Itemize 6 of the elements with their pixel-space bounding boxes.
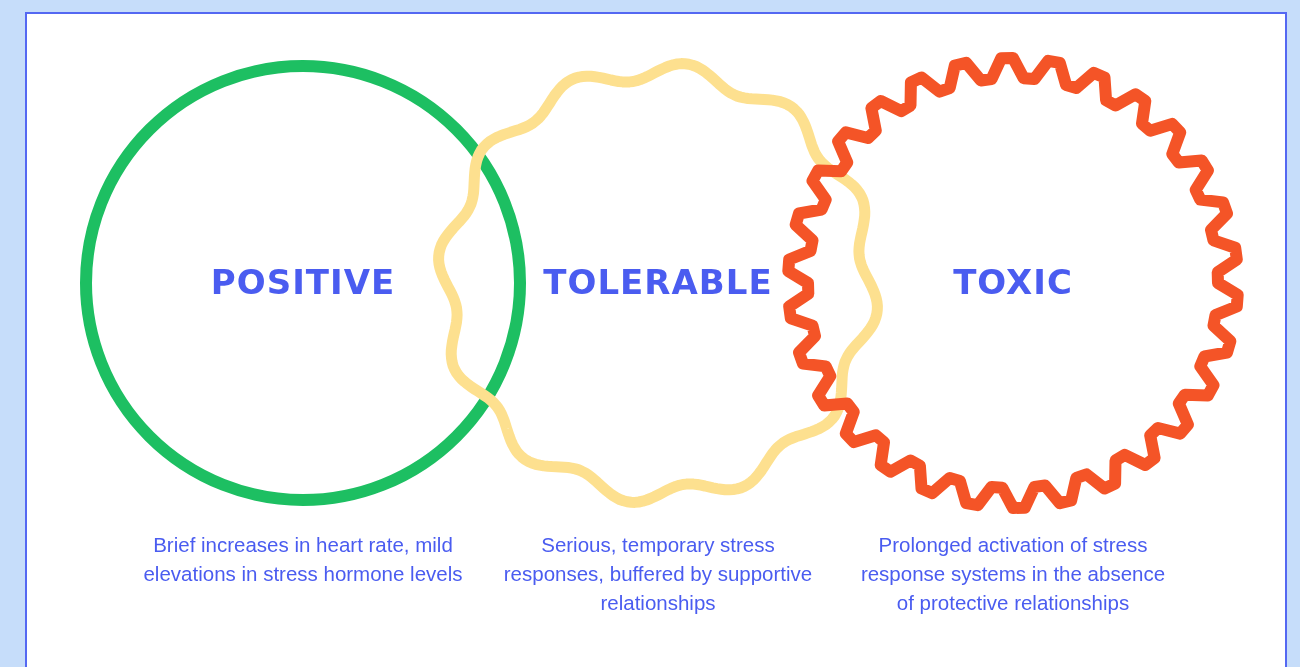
- description-text: Serious, temporary stress responses, buffered by supportive relationships: [502, 532, 814, 616]
- stress-type-title: TOXIC: [953, 262, 1073, 302]
- stress-type-title: POSITIVE: [210, 262, 396, 302]
- description-text: Prolonged activation of stress response systems in the absence of protective relationships: [859, 532, 1167, 616]
- description-text: Brief increases in heart rate, mild elevations in stress hormone levels: [143, 532, 463, 587]
- stress-type-title: TOLERABLE: [543, 262, 773, 302]
